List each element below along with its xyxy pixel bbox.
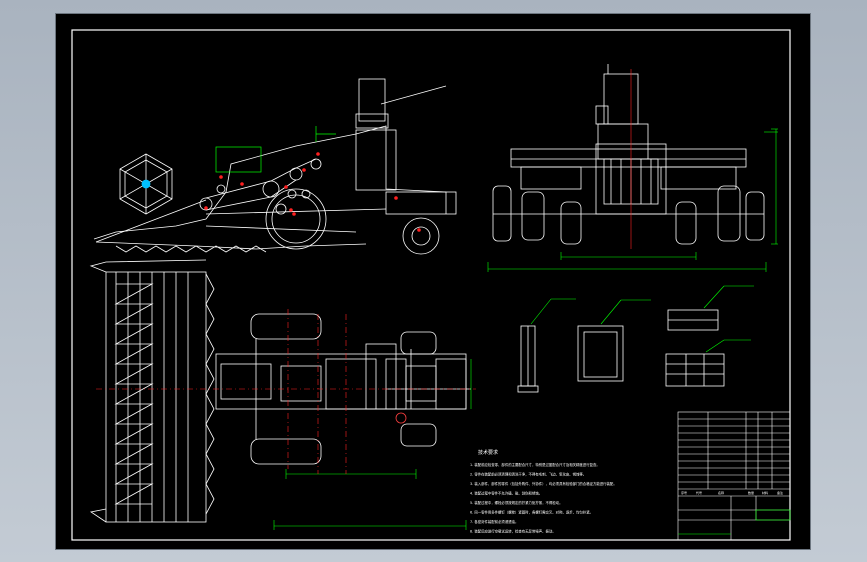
note-item: 7. 各密封件装配前必须浸透油。 xyxy=(470,519,518,524)
tb-header-0: 序号 xyxy=(681,490,687,495)
note-item: 2. 零件在装配前必须清理和清洗干净，不得有毛刺、飞边、氧化皮、锈蚀等。 xyxy=(470,472,586,477)
side-view-centers xyxy=(204,152,421,232)
title-block-header: 序号 代号 名称 数量 材料 备注 xyxy=(681,490,783,495)
tb-header-2: 名称 xyxy=(718,490,724,495)
tb-header-3: 数量 xyxy=(748,490,754,495)
notes-title: 技术要求 xyxy=(478,449,498,456)
detail-views xyxy=(517,309,725,393)
front-view xyxy=(492,64,765,245)
detail-labels xyxy=(530,285,754,353)
note-item: 4. 装配过程中零件不允许磕、碰、划伤和锈蚀。 xyxy=(470,491,542,496)
inner-border xyxy=(71,29,791,541)
note-item: 1. 装配前应检查零、部件的主要配合尺寸，特别是过盈配合尺寸及相关精度进行复查。 xyxy=(470,462,600,467)
drawing-sheet: 技术要求 1. 装配前应检查零、部件的主要配合尺寸，特别是过盈配合尺寸及相关精度… xyxy=(56,14,810,549)
notes-list: 1. 装配前应检查零、部件的主要配合尺寸，特别是过盈配合尺寸及相关精度进行复查。… xyxy=(470,462,617,534)
tb-header-4: 材料 xyxy=(762,490,768,495)
side-view-dims xyxy=(215,126,336,173)
top-view-dims xyxy=(273,359,472,530)
reel xyxy=(119,153,173,215)
top-view xyxy=(89,259,471,523)
top-view-centers xyxy=(96,309,476,474)
note-item: 6. 同一零件用多件螺钉（螺栓）紧固时，各螺钉需交叉、对称、逐步、均匀拧紧。 xyxy=(470,510,593,515)
note-item: 3. 装入部件、部件的零件（包括外购件、外协件），均必须具有检验部门的合格证方能… xyxy=(470,481,617,486)
title-block xyxy=(677,411,791,541)
drawing-canvas: 技术要求 1. 装配前应检查零、部件的主要配合尺寸，特别是过盈配合尺寸及相关精度… xyxy=(71,29,791,541)
note-item: 5. 装配过程中，螺栓必须按规定的拧紧力矩拧紧，不得松动。 xyxy=(470,500,562,505)
note-item: 8. 装配后应进行空载试运转，检查有无异常噪声、振动。 xyxy=(470,529,556,534)
title-block-accent xyxy=(678,509,791,535)
side-view xyxy=(93,78,457,255)
tb-header-5: 备注 xyxy=(777,490,783,495)
front-view-dims xyxy=(487,128,778,272)
tb-header-1: 代号 xyxy=(696,490,702,495)
